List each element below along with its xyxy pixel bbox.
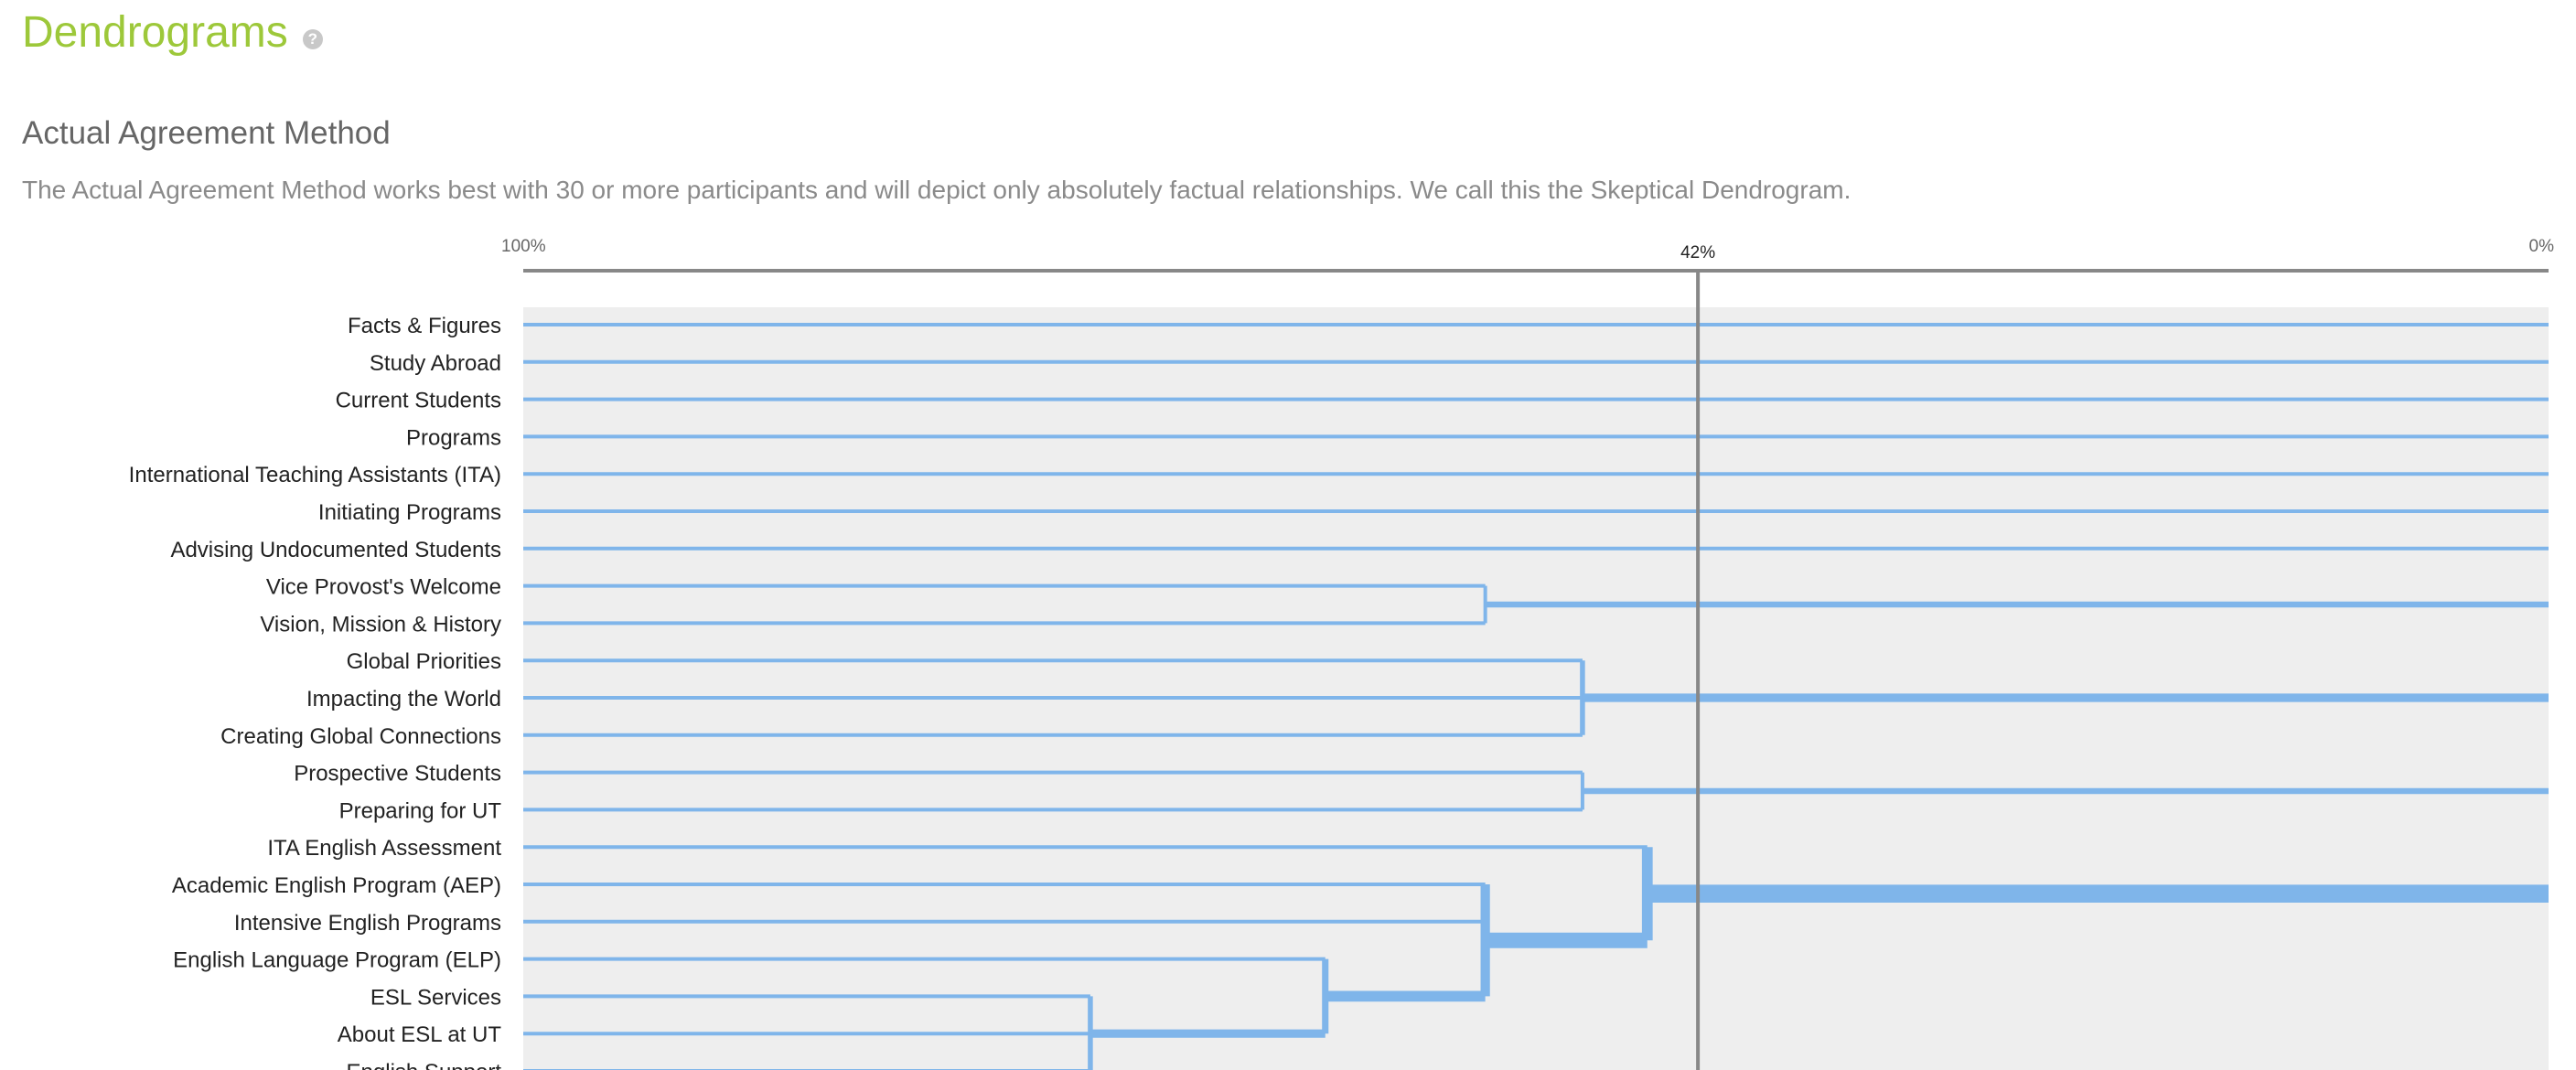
leaf-label: Global Priorities (347, 649, 501, 674)
plot-background (523, 307, 2549, 1070)
leaf-label: International Teaching Assistants (ITA) (129, 463, 501, 487)
leaf-label: English Support (347, 1060, 502, 1070)
leaf-label: Facts & Figures (348, 314, 501, 338)
leaf-label: Vision, Mission & History (260, 612, 501, 637)
leaf-label: ESL Services (370, 985, 501, 1010)
help-icon[interactable]: ? (302, 28, 323, 49)
cutoff-label: 42% (1680, 243, 1715, 262)
leaf-label: Academic English Program (AEP) (172, 873, 501, 898)
leaf-label: Impacting the World (306, 687, 501, 712)
page-title: Dendrograms ? (22, 7, 323, 58)
leaf-label: Advising Undocumented Students (170, 538, 501, 562)
leaf-label: About ESL at UT (338, 1022, 502, 1047)
leaf-label: Study Abroad (370, 351, 501, 376)
leaf-label: Vice Provost's Welcome (266, 575, 501, 600)
leaf-label: ITA English Assessment (267, 836, 501, 861)
section-description: The Actual Agreement Method works best w… (22, 176, 1852, 204)
leaf-label: Programs (406, 425, 501, 450)
leaf-label: Intensive English Programs (234, 911, 501, 936)
section-title: Actual Agreement Method (22, 115, 391, 151)
leaf-label: Current Students (336, 389, 501, 413)
axis-label-left: 100% (501, 237, 546, 256)
page-title-text: Dendrograms (22, 8, 288, 57)
axis-label-right: 0% (2529, 237, 2555, 256)
leaf-label: Preparing for UT (339, 798, 502, 823)
leaf-label: Creating Global Connections (220, 724, 501, 749)
leaf-label: English Language Program (ELP) (173, 948, 501, 973)
leaf-label: Initiating Programs (318, 500, 501, 525)
leaf-label: Prospective Students (294, 762, 501, 786)
